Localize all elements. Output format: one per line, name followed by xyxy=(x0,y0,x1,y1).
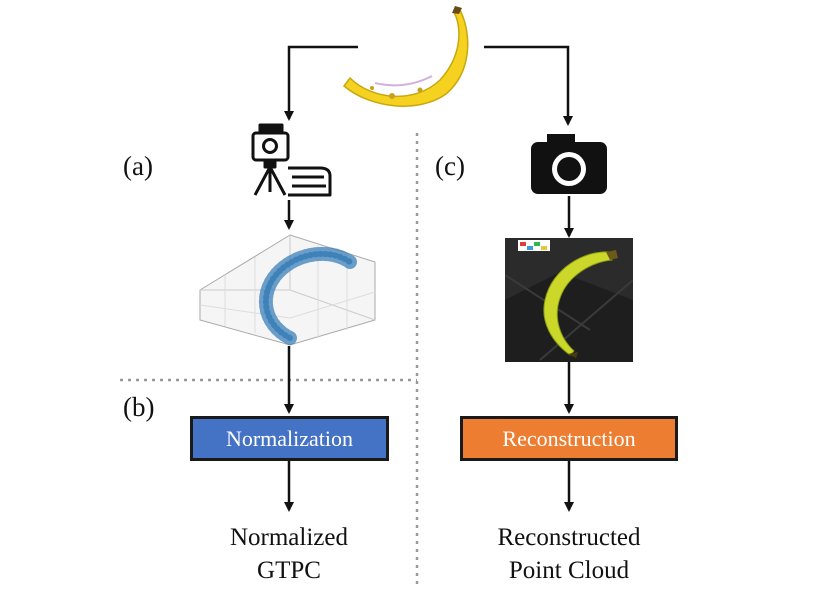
normalization-box: Normalization xyxy=(190,416,389,461)
label-a: (a) xyxy=(123,151,153,181)
reconstruction-box: Reconstruction xyxy=(460,416,678,461)
banana-icon xyxy=(342,6,469,107)
label-b: (b) xyxy=(123,392,155,422)
reconstructed-output-line1: Reconstructed xyxy=(497,524,641,551)
reconstructed-output: Reconstructed Point Cloud xyxy=(444,521,694,587)
reconstructed-output-line2: Point Cloud xyxy=(508,557,630,584)
arrow-to-camera xyxy=(484,45,573,126)
laser-scanner-icon xyxy=(251,123,332,197)
normalized-output-line1: Normalized xyxy=(229,524,348,551)
normalized-output: Normalized GTPC xyxy=(189,521,389,587)
point-cloud-3d-plot xyxy=(199,234,376,346)
arrow-to-scanner xyxy=(284,45,358,121)
camera-icon xyxy=(531,134,607,194)
banana-photo xyxy=(505,238,633,362)
normalized-output-line2: GTPC xyxy=(257,557,321,584)
label-c: (c) xyxy=(435,151,465,181)
